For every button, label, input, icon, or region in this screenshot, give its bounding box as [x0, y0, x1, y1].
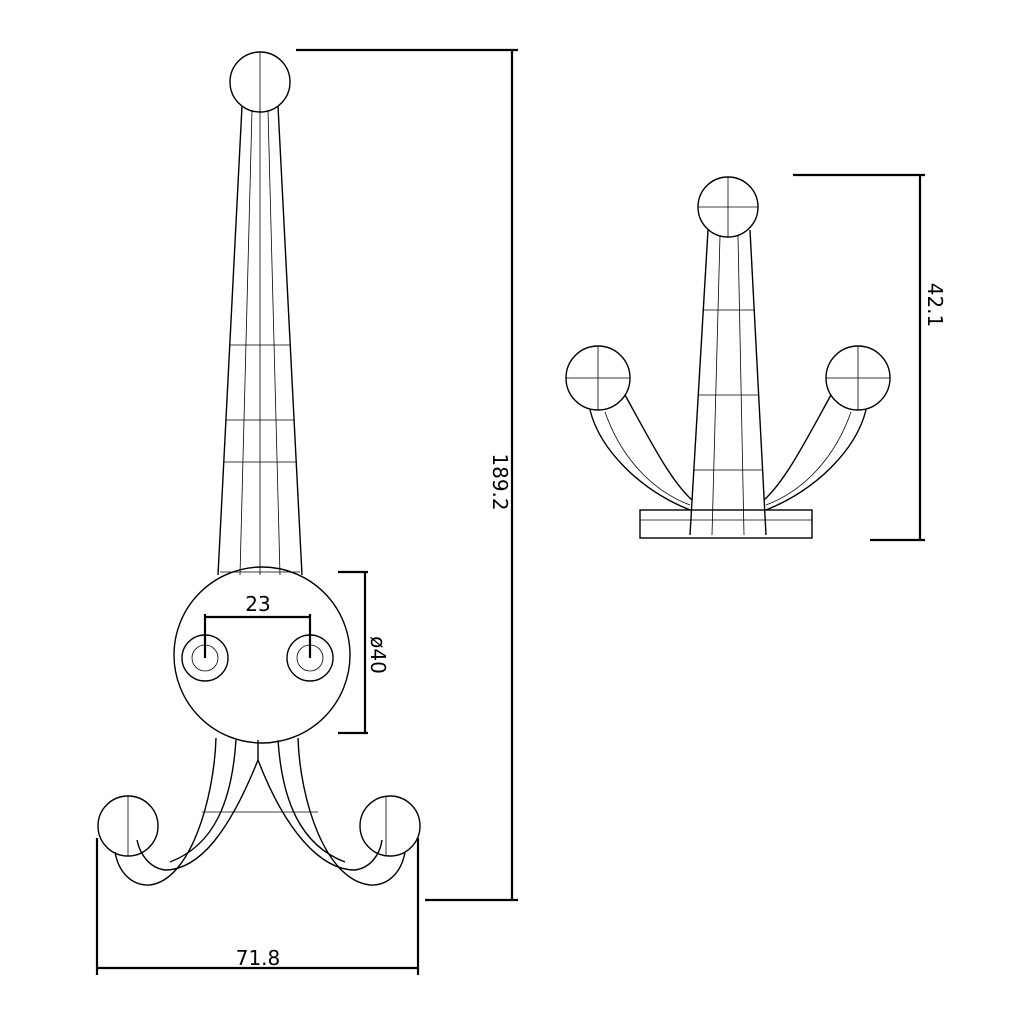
dim-label-40: ø40: [366, 636, 390, 674]
dim-plate-diameter: ø40: [338, 570, 390, 735]
top-ball: [229, 51, 291, 113]
shaft: [217, 105, 303, 576]
dim-overall-height: 189.2: [296, 48, 518, 902]
side-base-plate: [639, 509, 813, 539]
side-view: 42.1: [565, 173, 947, 542]
front-view: 23 ø40 71.8 189.2: [95, 48, 518, 975]
side-arms: [565, 345, 891, 511]
side-shaft: [689, 229, 767, 536]
dim-label-189-2: 189.2: [488, 453, 512, 510]
dim-side-depth: 42.1: [793, 173, 947, 542]
dim-hole-spacing: 23: [203, 592, 312, 658]
dim-label-42-1: 42.1: [923, 283, 947, 328]
side-top-ball: [697, 176, 759, 238]
dim-overall-width: 71.8: [95, 838, 420, 975]
dim-label-71-8: 71.8: [236, 946, 281, 970]
dim-label-23: 23: [245, 592, 270, 616]
hook-arms: [97, 737, 421, 886]
